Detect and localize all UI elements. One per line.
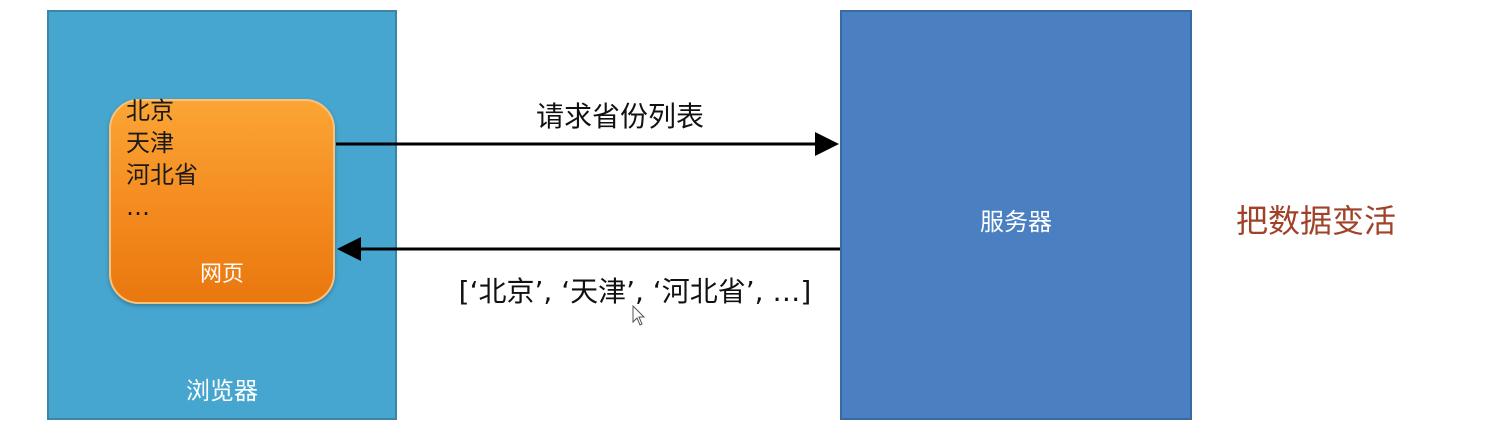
browser-label: 浏览器 xyxy=(186,377,258,405)
server-box: 服务器 xyxy=(840,10,1192,420)
province-item: 天津 xyxy=(126,129,174,157)
request-label: 请求省份列表 xyxy=(535,100,704,133)
webpage-label: 网页 xyxy=(199,262,244,287)
province-item: … xyxy=(126,193,150,221)
province-item: 河北省 xyxy=(126,161,198,189)
response-label: [‘北京’, ‘天津’, ‘河北省’, …] xyxy=(458,275,812,308)
webpage-box xyxy=(109,99,335,304)
mouse-cursor-icon xyxy=(632,305,646,326)
side-note: 把数据变活 xyxy=(1236,202,1397,240)
province-item: 北京 xyxy=(126,97,174,125)
server-label: 服务器 xyxy=(980,208,1052,236)
province-list: 北京 天津 河北省 … xyxy=(126,95,198,223)
